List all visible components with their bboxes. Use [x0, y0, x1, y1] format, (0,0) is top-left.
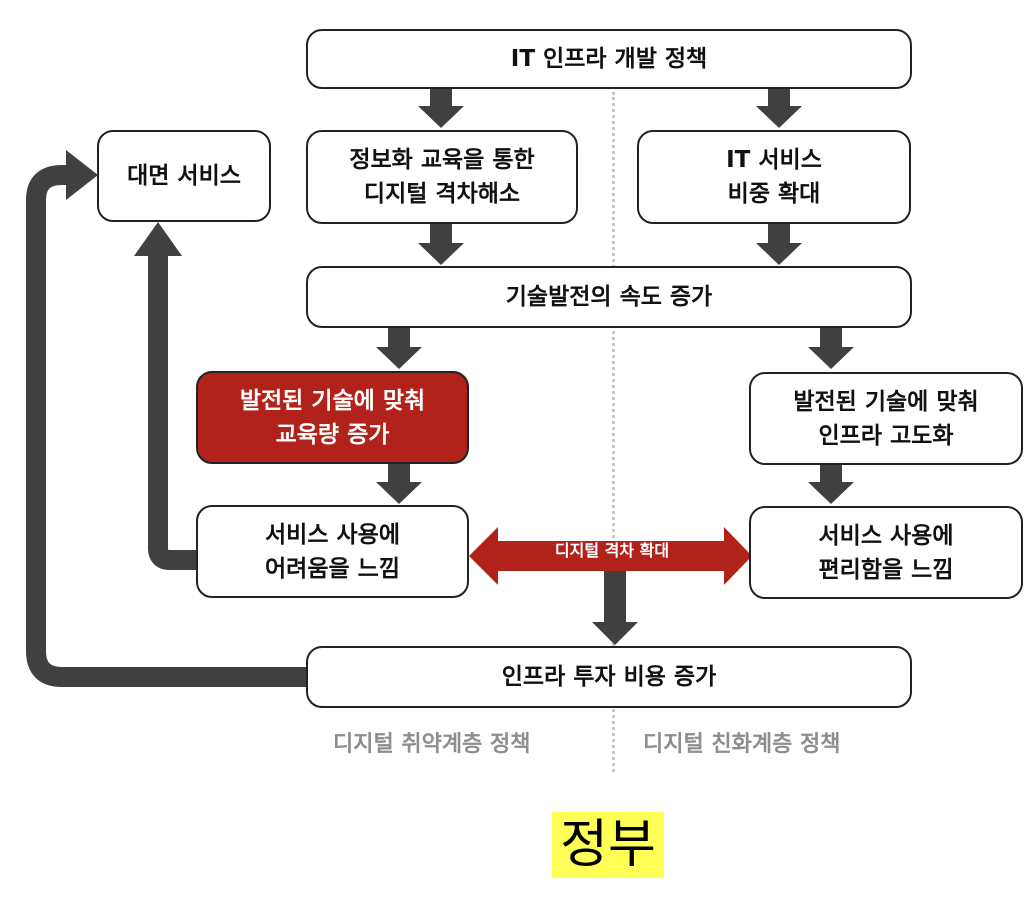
node-label: 인프라 투자 비용 증가 — [501, 664, 717, 690]
arrow-down-icon — [376, 464, 422, 504]
node-usage-convenience: 서비스 사용에 편리함을 느낌 — [749, 506, 1023, 599]
node-label-line-1: 정보화 교육을 통한 — [349, 147, 535, 173]
arrow-down-icon — [376, 327, 422, 369]
footer-right-label: 디지털 친화계층 정책 — [643, 732, 841, 757]
node-label: IT 인프라 개발 정책 — [510, 46, 708, 72]
node-label-line-2: 교육량 증가 — [275, 421, 390, 448]
column-divider — [612, 92, 615, 772]
node-face-to-face-service: 대면 서비스 — [97, 130, 271, 222]
node-infra-investment-cost: 인프라 투자 비용 증가 — [306, 646, 912, 708]
node-label-line-1: 발전된 기술에 맞춰 — [793, 388, 979, 415]
node-usage-difficulty: 서비스 사용에 어려움을 느낌 — [196, 505, 469, 598]
node-label-line-1: 서비스 사용에 — [818, 522, 954, 549]
double-arrow-icon — [469, 527, 752, 585]
node-label-line-2: 어려움을 느낌 — [265, 555, 400, 582]
node-label-line-1: 발전된 기술에 맞춰 — [239, 387, 426, 414]
node-label-line-1: IT 서비스 — [726, 147, 822, 173]
node-label-line-2: 비중 확대 — [727, 181, 821, 207]
node-infra-upgrade: 발전된 기술에 맞춰 인프라 고도화 — [749, 372, 1023, 465]
arrow-down-icon — [808, 464, 854, 504]
arrow-down-icon — [756, 88, 802, 128]
node-digital-gap-resolution: 정보화 교육을 통한 디지털 격차해소 — [306, 130, 578, 224]
arrow-down-icon — [418, 88, 464, 128]
node-label: 기술발전의 속도 증가 — [505, 284, 713, 310]
node-label-line-2: 디지털 격차해소 — [363, 181, 521, 207]
arrow-down-icon — [808, 327, 854, 369]
footer-left-label: 디지털 취약계층 정책 — [333, 732, 531, 757]
node-label-line-2: 편리함을 느낌 — [818, 556, 954, 583]
node-it-service-expansion: IT 서비스 비중 확대 — [637, 130, 911, 224]
node-label: 대면 서비스 — [127, 163, 241, 189]
arrow-up-icon — [134, 222, 197, 570]
node-label-line-1: 서비스 사용에 — [265, 521, 400, 548]
government-label: 정부 — [552, 812, 664, 878]
node-tech-speed-increase: 기술발전의 속도 증가 — [306, 266, 912, 328]
arrow-down-icon — [756, 223, 802, 265]
arrow-down-icon — [592, 568, 638, 645]
node-education-increase: 발전된 기술에 맞춰 교육량 증가 — [196, 371, 469, 464]
digital-gap-label: 디지털 격차 확대 — [554, 541, 670, 560]
node-it-infra-policy: IT 인프라 개발 정책 — [306, 29, 912, 89]
arrow-down-icon — [418, 223, 464, 265]
node-label-line-2: 인프라 고도화 — [818, 422, 954, 449]
arrow-loop-icon — [26, 150, 308, 687]
